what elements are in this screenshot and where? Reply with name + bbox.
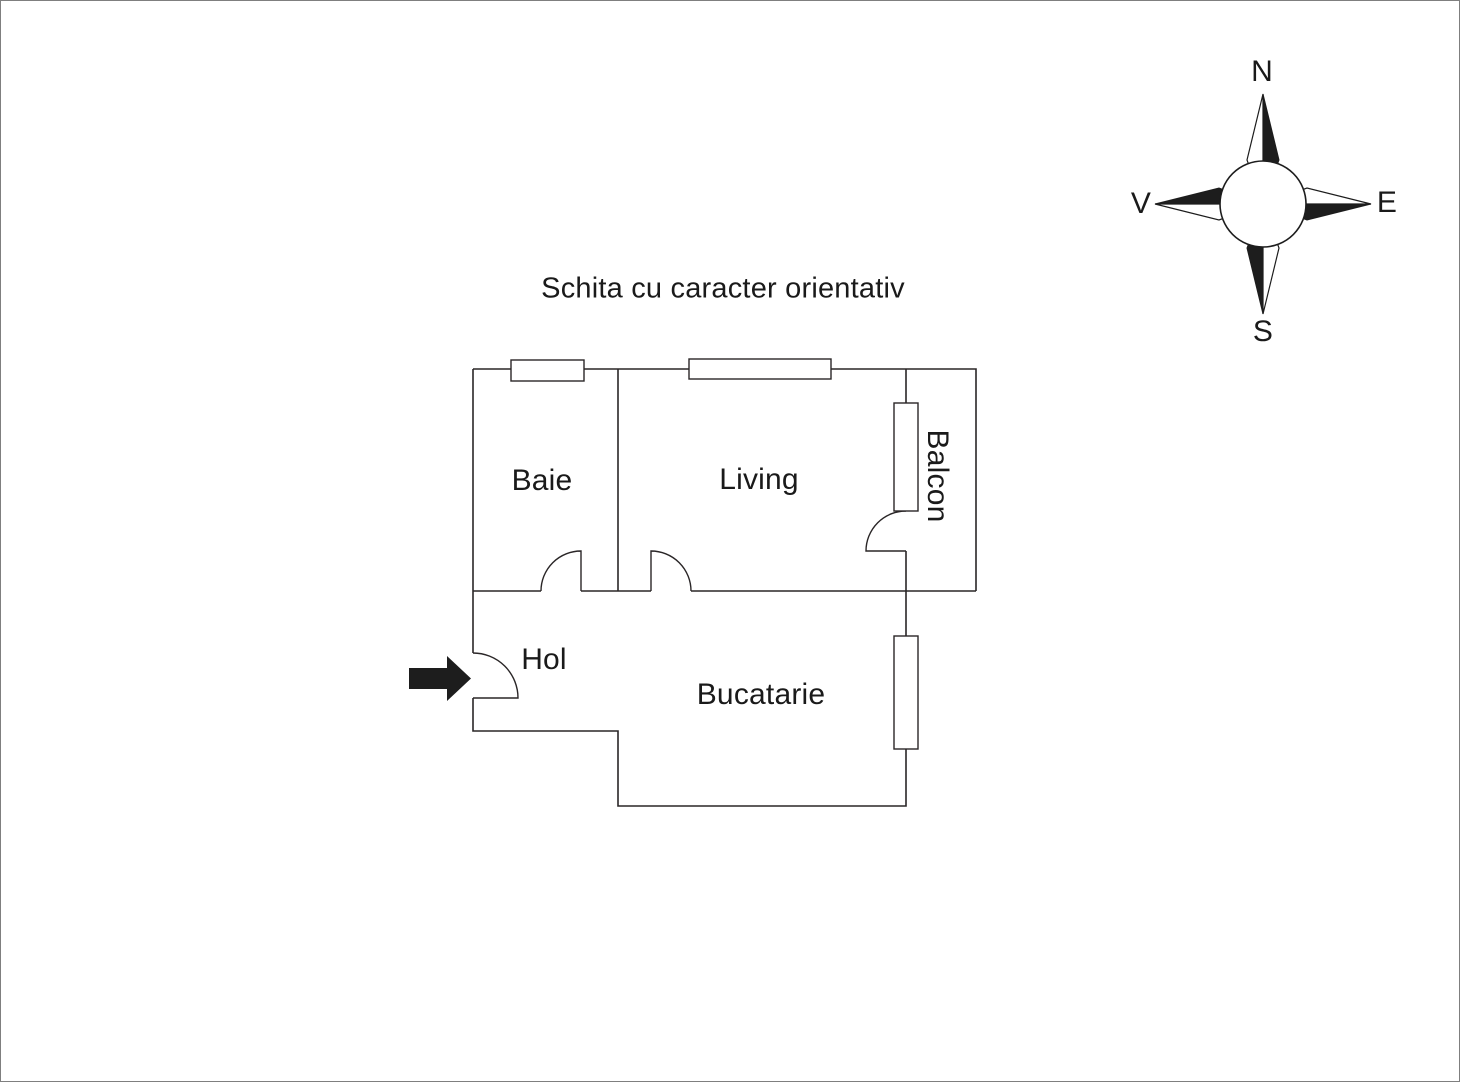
compass-label-west: V bbox=[1130, 187, 1152, 220]
compass-rose-icon bbox=[1154, 93, 1372, 315]
compass-label-south: S bbox=[1252, 315, 1274, 348]
door-balcon bbox=[865, 510, 907, 552]
walls bbox=[472, 368, 977, 807]
room-label-bucatarie: Bucatarie bbox=[696, 678, 826, 711]
entrance-arrow-icon bbox=[409, 656, 471, 701]
room-label-balcon: Balcon bbox=[921, 429, 954, 523]
wall-outline-top bbox=[473, 368, 977, 591]
windows bbox=[510, 358, 919, 750]
doors bbox=[472, 510, 907, 699]
wall-outline-bottom bbox=[472, 591, 907, 807]
room-label-living: Living bbox=[719, 463, 799, 496]
sketch-title: Schita cu caracter orientativ bbox=[541, 272, 905, 305]
window-balcon bbox=[893, 402, 919, 512]
window-living bbox=[688, 358, 832, 380]
compass-label-east: E bbox=[1376, 186, 1398, 219]
room-label-baie: Baie bbox=[511, 464, 573, 497]
door-baie bbox=[540, 550, 582, 592]
door-living bbox=[650, 550, 692, 592]
room-label-hol: Hol bbox=[521, 643, 567, 676]
window-baie bbox=[510, 359, 585, 382]
window-bucatarie bbox=[893, 635, 919, 750]
door-entrance bbox=[472, 652, 519, 699]
compass-label-north: N bbox=[1251, 55, 1273, 88]
